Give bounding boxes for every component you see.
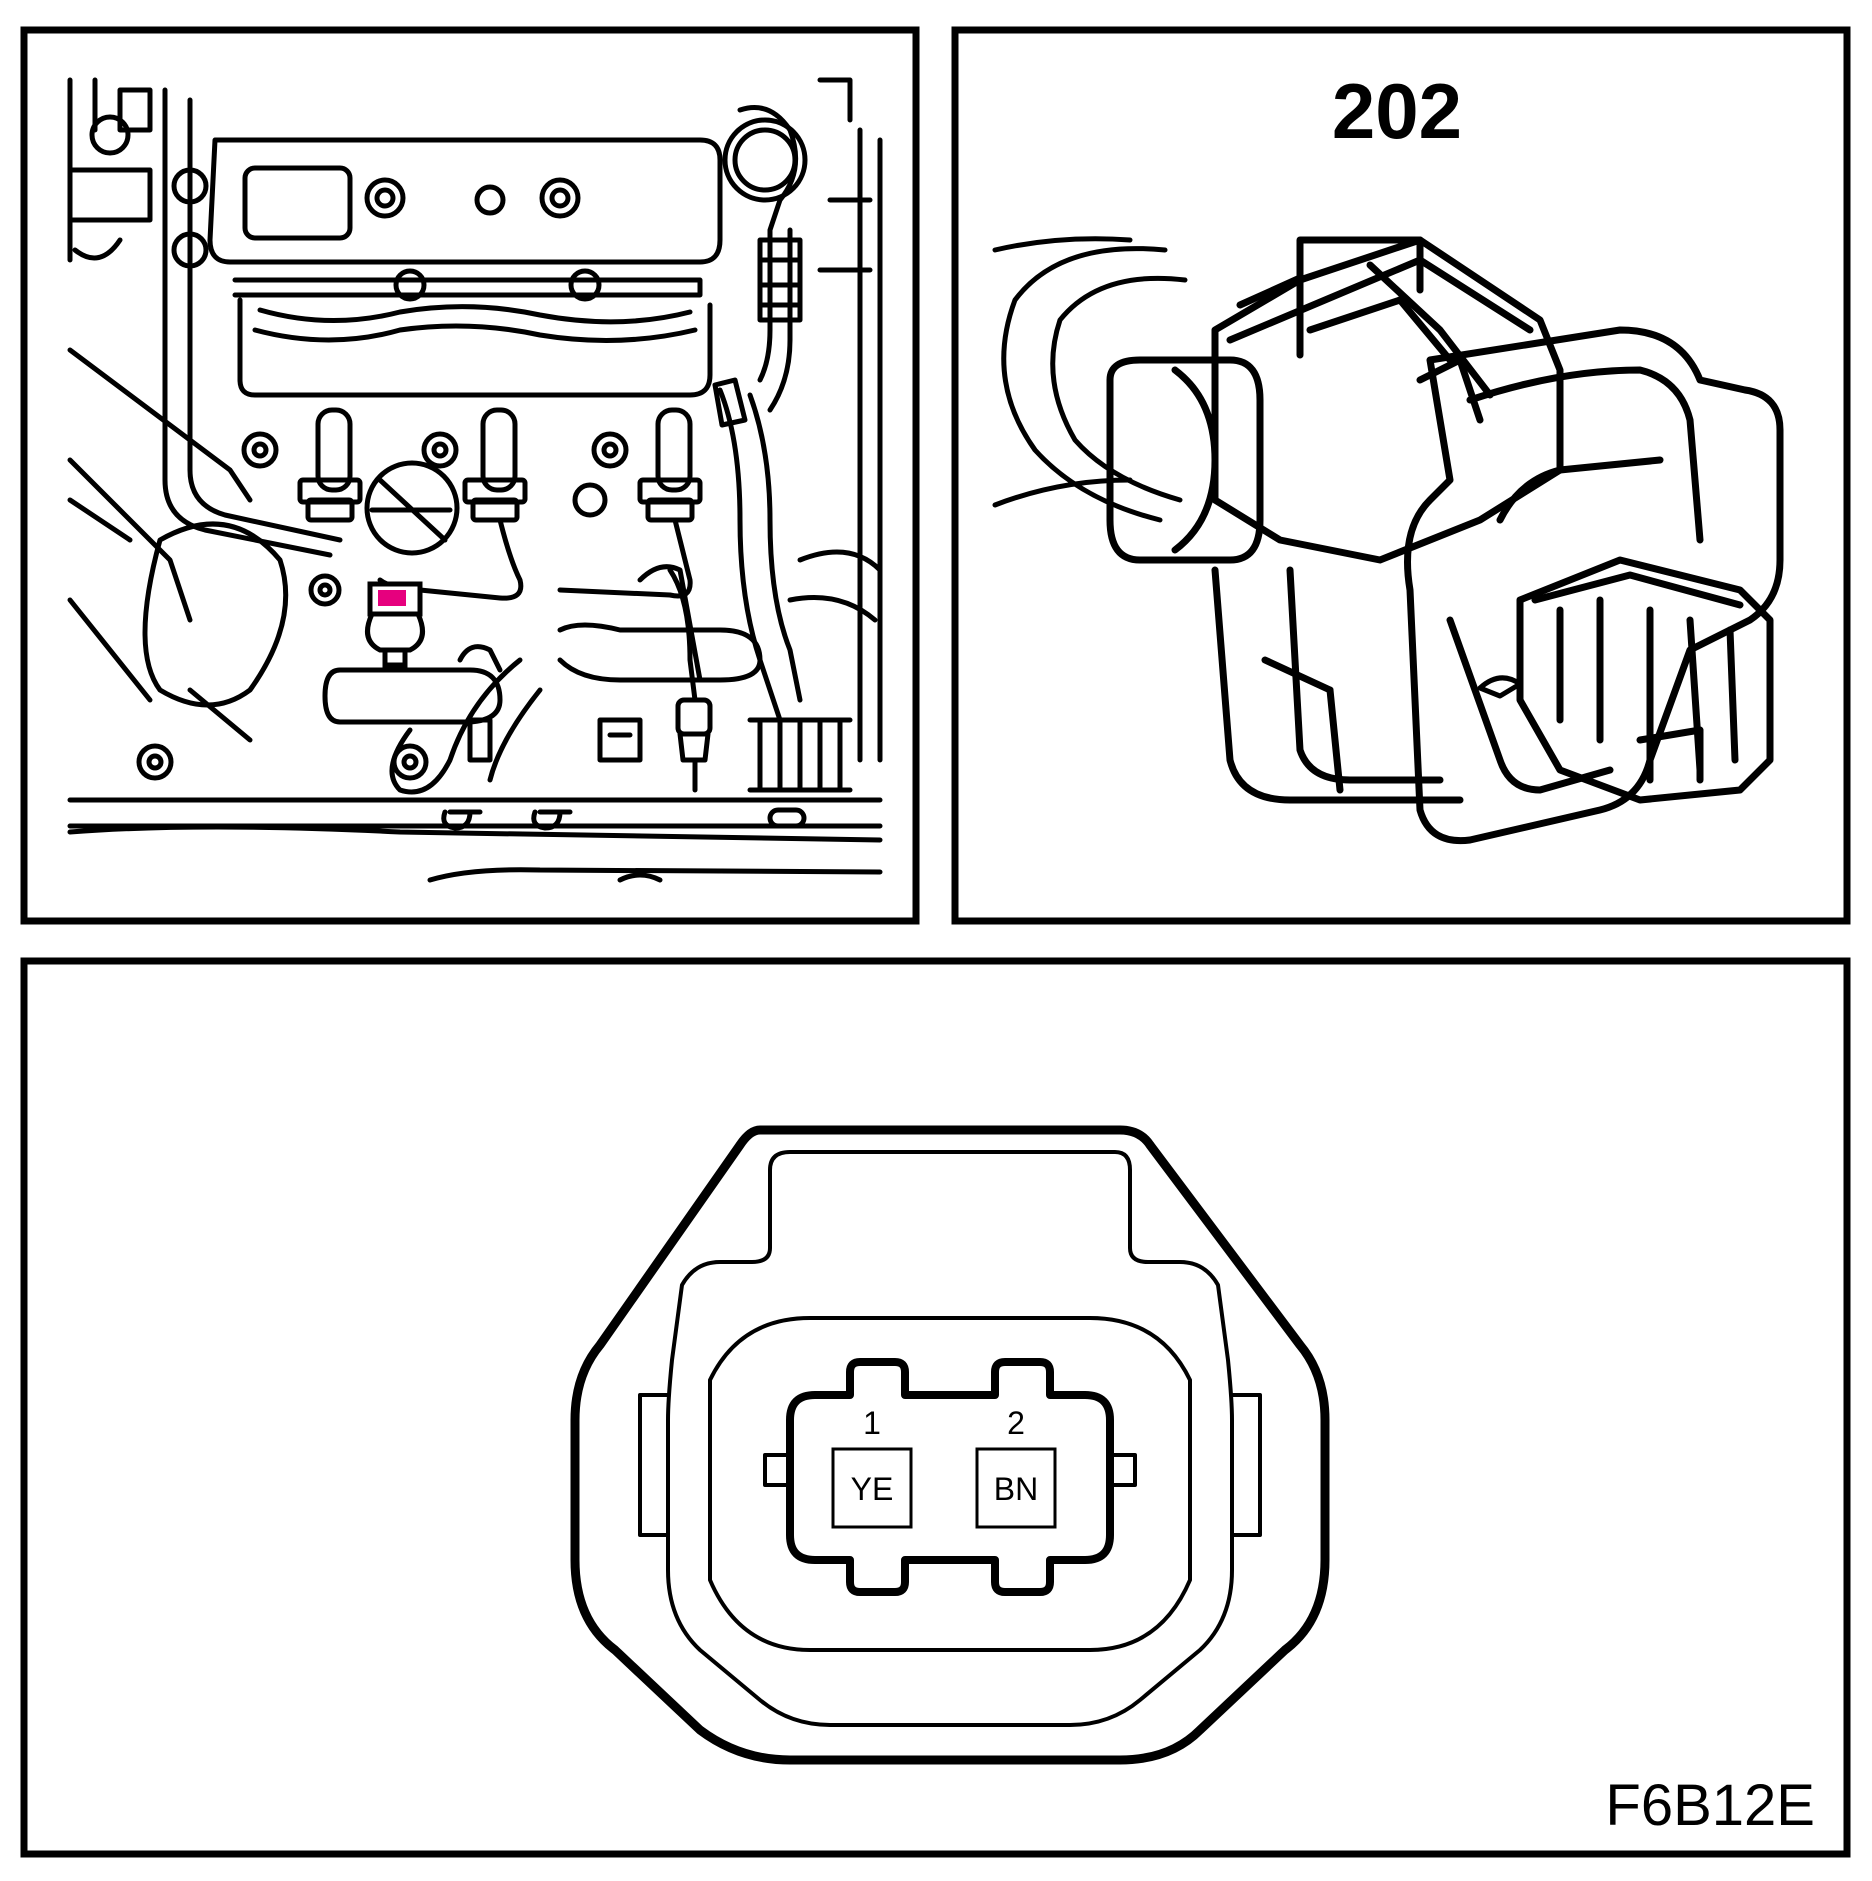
pinout-panel [20,957,1851,1858]
figure-id: F6B12E [1605,1773,1815,1838]
pin-1-box [831,1447,913,1529]
connector-view-panel [951,26,1851,925]
pin-2-box [975,1447,1057,1529]
pin-2-number: 2 [1007,1405,1025,1441]
connector-location [365,581,425,668]
connector-location-marker [378,590,406,606]
connector-number: 202 [1332,67,1462,155]
engine-location-panel [20,26,920,925]
pin-1: 1 YE [831,1405,913,1529]
connector-3d-drawing [992,236,1784,845]
connector-face [570,1125,1330,1765]
engine-bay-drawing [67,77,883,883]
pin-2-color-code: BN [994,1471,1038,1507]
pin-1-color-code: YE [851,1471,894,1507]
pin-1-number: 1 [863,1405,881,1441]
pin-2: 2 BN [975,1405,1057,1529]
